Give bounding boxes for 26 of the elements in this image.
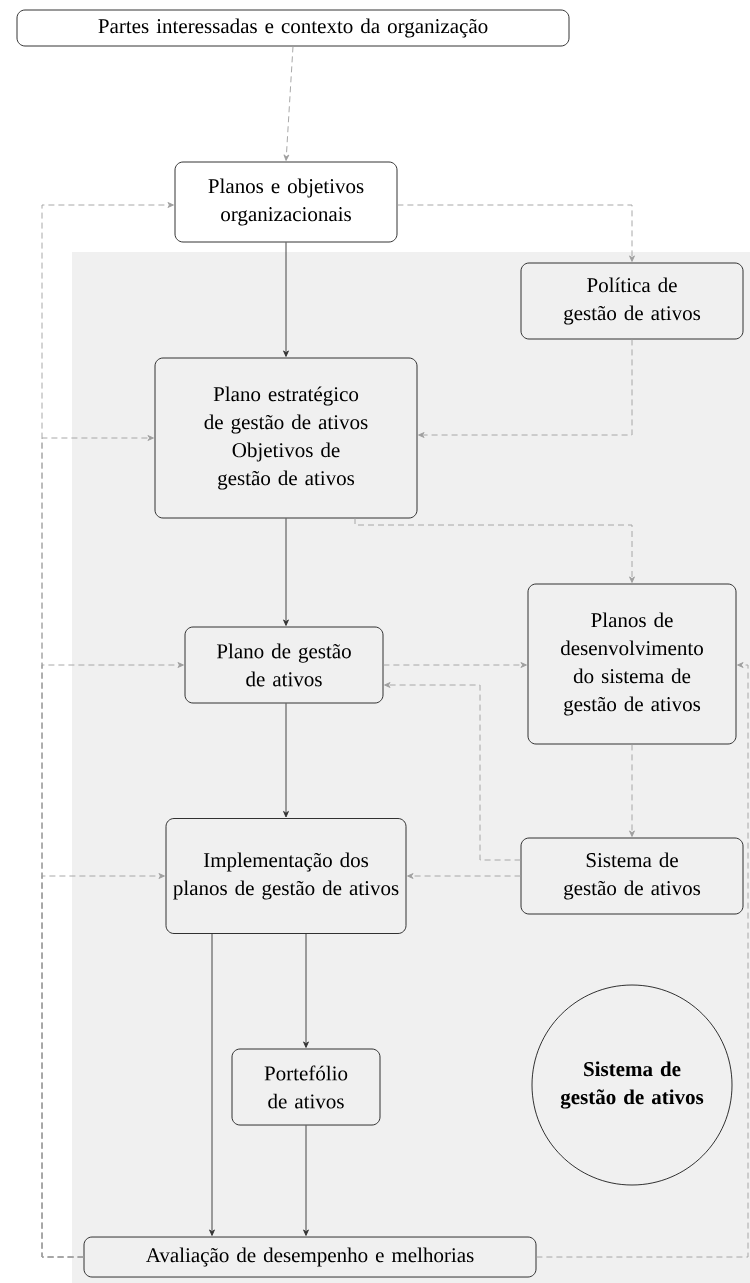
arrow bbox=[407, 873, 522, 879]
arrow bbox=[283, 517, 289, 626]
arrow bbox=[418, 338, 633, 438]
process-box: Portefólio de ativos bbox=[231, 1048, 381, 1126]
arrow bbox=[283, 702, 289, 818]
arrow bbox=[303, 1124, 309, 1236]
arrow bbox=[396, 204, 635, 262]
process-box: Avaliação de desempenho e melhorias bbox=[83, 1236, 537, 1278]
arrow bbox=[629, 743, 635, 837]
arrow bbox=[354, 517, 635, 583]
arrow bbox=[384, 682, 522, 861]
process-box: Política de gestão de ativos bbox=[520, 262, 744, 340]
arrow bbox=[283, 241, 289, 357]
process-box: Plano de gestão de ativos bbox=[184, 626, 384, 704]
arrow bbox=[209, 933, 215, 1236]
process-box: Partes interessadas e contexto da organização bbox=[16, 9, 570, 47]
arrow bbox=[283, 45, 294, 161]
process-box: Sistema de gestão de ativos bbox=[520, 837, 744, 915]
process-box: Planos de desenvolvimento do sistema de gestão de ativos bbox=[527, 583, 737, 745]
process-box: Planos e objetivos organizacionais bbox=[174, 161, 398, 243]
arrow bbox=[303, 933, 309, 1048]
process-box: Plano estratégico de gestão de ativos Objetivos de gestão de ativos bbox=[154, 357, 418, 519]
arrow bbox=[535, 662, 749, 1258]
process-box: Implementação dos planos de gestão de ativos bbox=[165, 818, 407, 934]
arrow bbox=[41, 873, 165, 1258]
arrow bbox=[382, 662, 527, 668]
